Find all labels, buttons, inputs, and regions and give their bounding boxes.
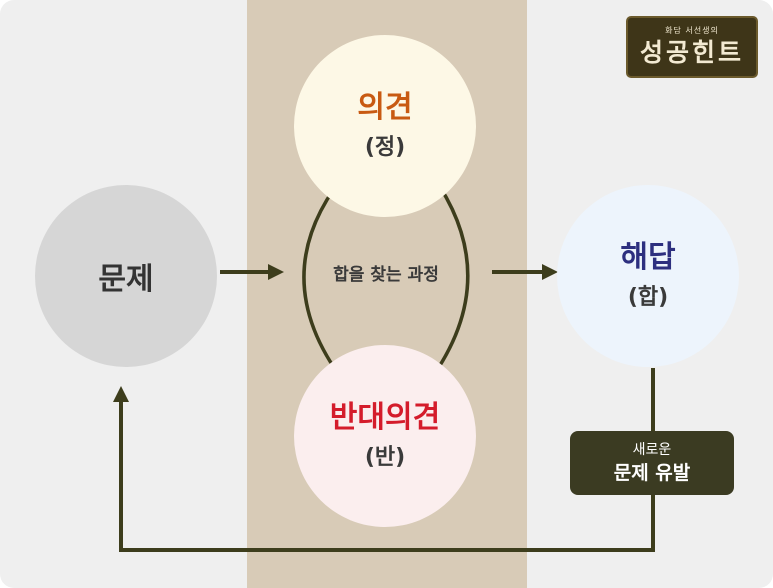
node-thesis-sub: (정)	[364, 135, 406, 160]
logo-subtitle: 화담 서선생의	[665, 26, 719, 35]
node-synthesis: 해답 (합)	[557, 185, 739, 367]
brand-logo: 화담 서선생의 성공힌트	[626, 16, 758, 78]
node-antithesis-sub: (반)	[364, 445, 406, 470]
node-antithesis: 반대의견 (반)	[294, 345, 476, 527]
node-synthesis-label: 해답	[620, 240, 676, 275]
new-problem-line1: 새로운	[632, 442, 672, 458]
logo-title: 성공힌트	[639, 38, 744, 67]
process-label: 합을 찾는 과정	[333, 265, 439, 285]
new-problem-box: 새로운 문제 유발	[570, 431, 734, 495]
arrow-feedback-to-problem	[113, 386, 655, 552]
node-antithesis-label: 반대의견	[329, 400, 441, 435]
node-problem-label: 문제	[98, 262, 154, 297]
node-problem: 문제	[35, 185, 217, 367]
node-synthesis-sub: (합)	[627, 285, 669, 310]
node-thesis: 의견 (정)	[294, 35, 476, 217]
node-thesis-label: 의견	[357, 90, 413, 125]
new-problem-line2: 문제 유발	[613, 462, 691, 484]
